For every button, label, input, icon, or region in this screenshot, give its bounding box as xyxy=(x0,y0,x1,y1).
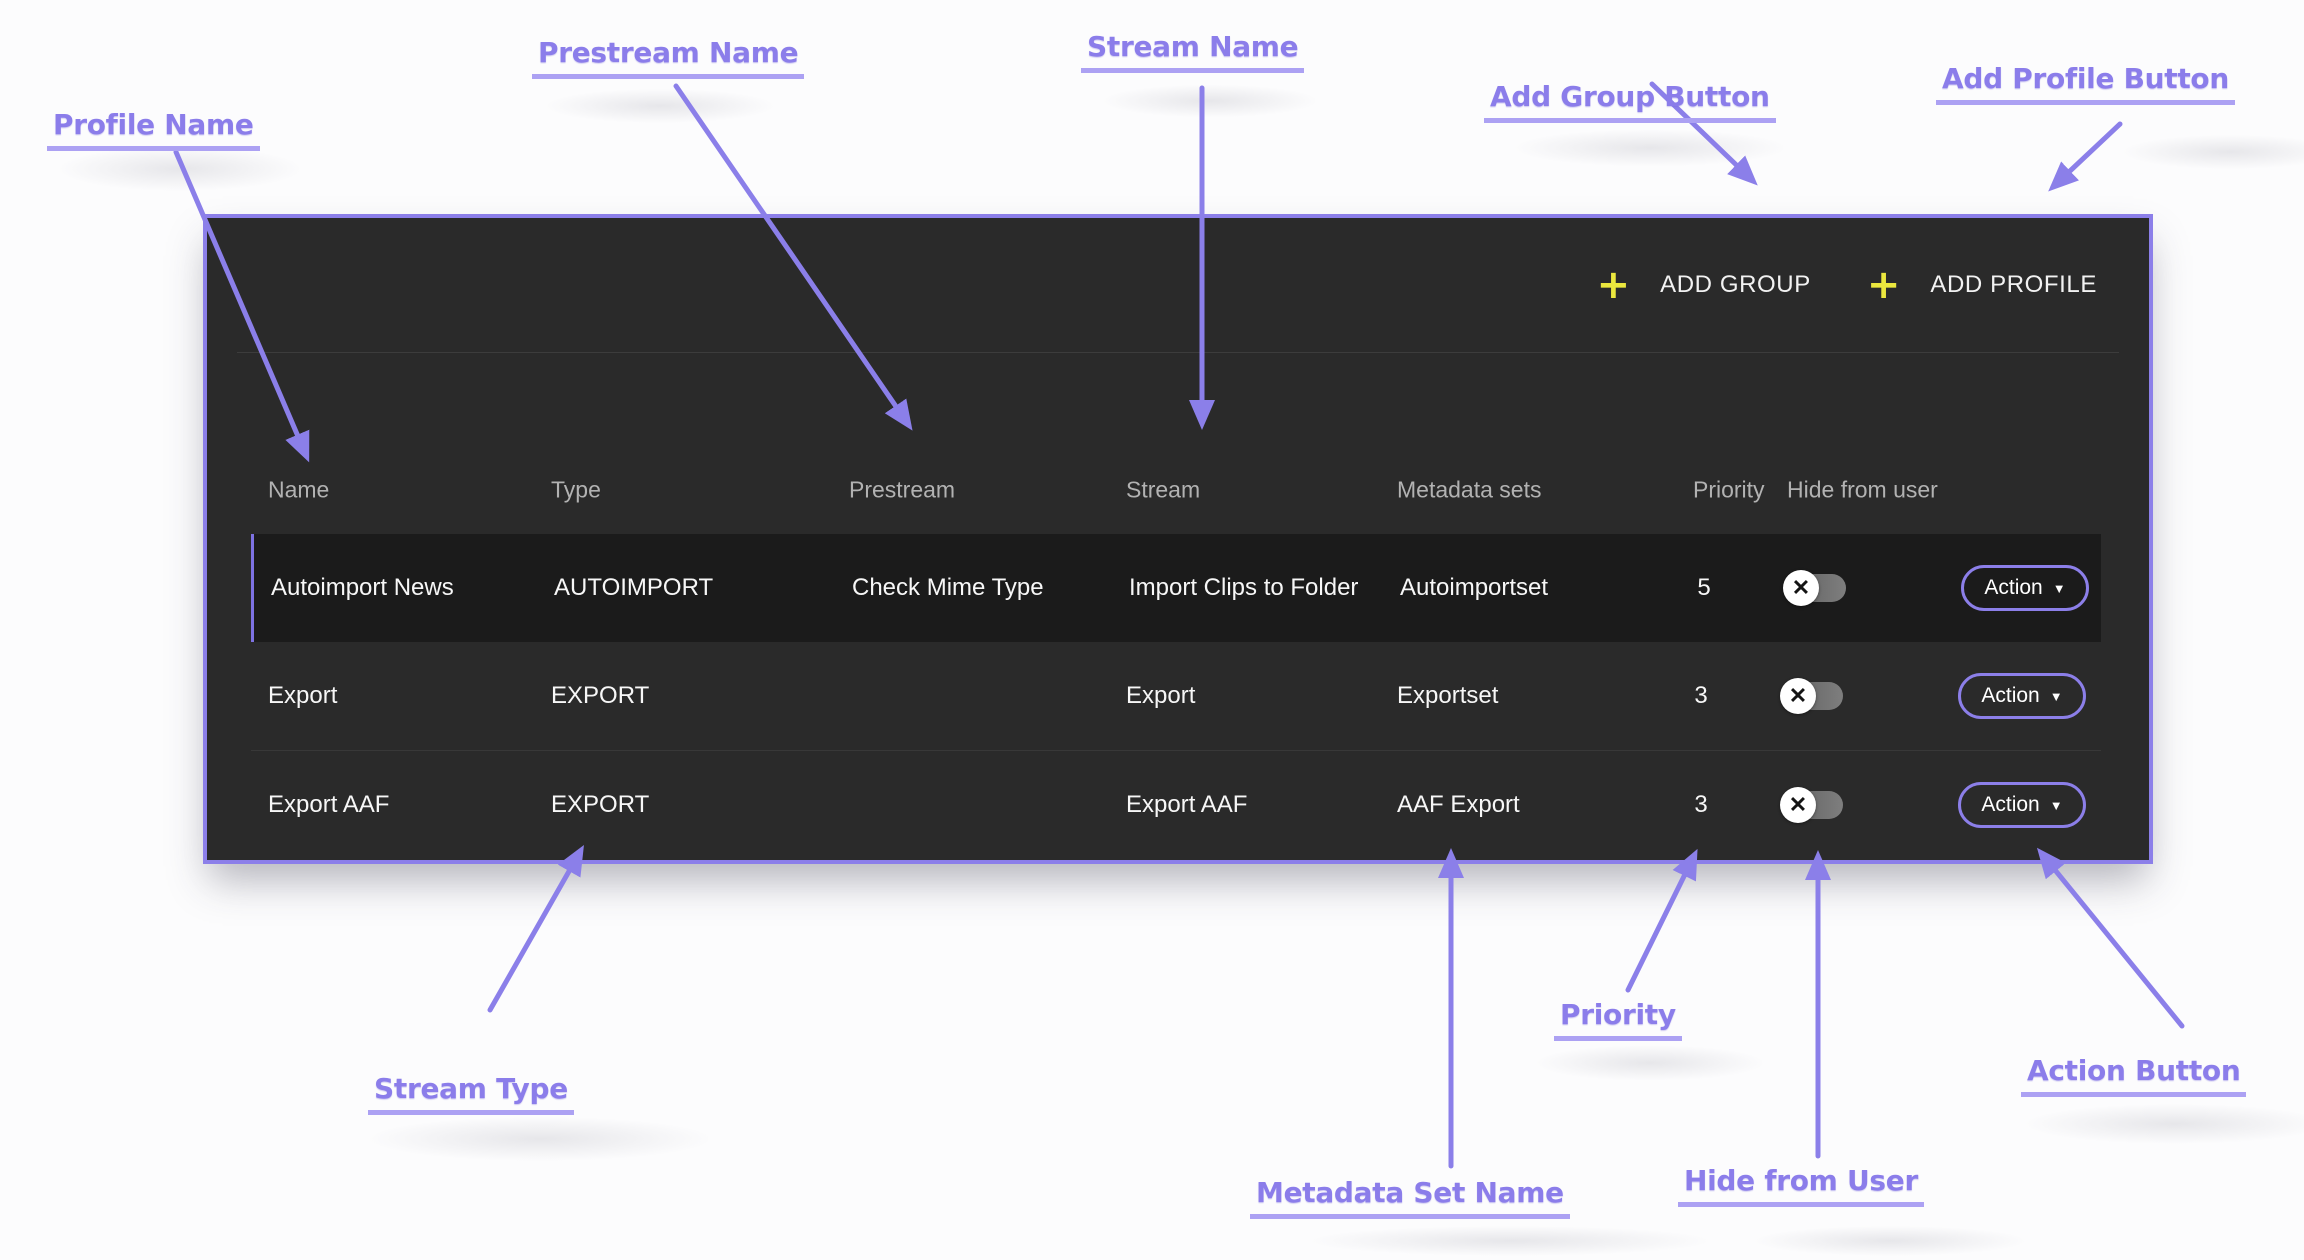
priority-arrow xyxy=(1625,848,1698,993)
toggle-x-icon: ✕ xyxy=(1788,792,1808,817)
caret-down-icon: ▼ xyxy=(2052,580,2066,596)
annotation-metadata-set: Metadata Set Name xyxy=(1250,1176,1570,1219)
panel-toolbar: + ADD GROUP + ADD PROFILE xyxy=(207,218,2149,352)
annotation-stream-name: Stream Name xyxy=(1081,30,1305,73)
cell-priority: 5 xyxy=(1697,574,1711,601)
cell-stream: Export AAF xyxy=(1126,791,1248,818)
header-hide-from-user: Hide from user xyxy=(1787,476,1938,503)
annotation-action-button: Action Button xyxy=(2021,1054,2247,1097)
annotation-add-profile: Add Profile Button xyxy=(1936,62,2236,105)
cell-profile-name: Autoimport News xyxy=(271,574,454,601)
shadow-blob xyxy=(1060,78,1360,124)
cell-profile-name: Export xyxy=(268,682,338,709)
table-row[interactable]: Autoimport News AUTOIMPORT Check Mime Ty… xyxy=(251,534,2101,642)
hide-from-user-toggle[interactable]: ✕ xyxy=(1783,570,1846,606)
add-profile-label: ADD PROFILE xyxy=(1930,271,2097,298)
annotation-add-group: Add Group Button xyxy=(1484,80,1776,123)
hide-from-user-toggle[interactable]: ✕ xyxy=(1780,787,1843,823)
shadow-blob xyxy=(1230,1220,1790,1260)
action-label: Action xyxy=(1981,793,2040,816)
shadow-blob xyxy=(500,82,820,130)
hide-from-user-toggle[interactable]: ✕ xyxy=(1780,678,1843,714)
toolbar-divider xyxy=(237,352,2119,353)
header-prestream: Prestream xyxy=(849,476,956,503)
annotation-hide-from-user: Hide from User xyxy=(1678,1164,1924,1207)
action-label: Action xyxy=(1981,684,2040,707)
caret-down-icon: ▼ xyxy=(2049,688,2063,704)
header-name: Name xyxy=(268,476,330,503)
table-row[interactable]: Export AAF EXPORT Export AAF AAF Export … xyxy=(251,750,2101,859)
action-button[interactable]: Action ▼ xyxy=(1961,565,2089,611)
cell-prestream: Check Mime Type xyxy=(852,574,1044,601)
action-button[interactable]: Action ▼ xyxy=(1958,673,2086,719)
stream-type-arrow xyxy=(487,845,584,1013)
toggle-x-icon: ✕ xyxy=(1788,683,1808,708)
header-stream: Stream xyxy=(1126,476,1201,503)
cell-profile-name: Export AAF xyxy=(268,791,390,818)
header-type: Type xyxy=(551,476,601,503)
cell-metadata-set: Autoimportset xyxy=(1400,574,1549,601)
annotation-stream-type: Stream Type xyxy=(368,1072,574,1115)
cell-stream-type: AUTOIMPORT xyxy=(554,574,714,601)
toggle-knob: ✕ xyxy=(1780,787,1816,823)
toggle-knob: ✕ xyxy=(1780,678,1816,714)
header-metadata-sets: Metadata sets xyxy=(1397,476,1542,503)
table-body: Autoimport News AUTOIMPORT Check Mime Ty… xyxy=(251,534,2101,859)
action-button[interactable]: Action ▼ xyxy=(1958,782,2086,828)
annotation-profile-name: Profile Name xyxy=(47,108,260,151)
add-profile-button[interactable]: + ADD PROFILE xyxy=(1867,265,2097,305)
cell-metadata-set: Exportset xyxy=(1397,682,1499,709)
cell-priority: 3 xyxy=(1694,791,1708,818)
plus-icon: + xyxy=(1866,262,1901,308)
shadow-blob xyxy=(1460,122,1840,174)
cell-stream: Import Clips to Folder xyxy=(1129,574,1359,601)
toggle-knob: ✕ xyxy=(1783,570,1819,606)
cell-priority: 3 xyxy=(1694,682,1708,709)
shadow-blob xyxy=(1490,1038,1810,1088)
action-label: Action xyxy=(1984,576,2043,599)
shadow-blob xyxy=(1965,1096,2304,1152)
table-row[interactable]: Export EXPORT Export Exportset 3 ✕ Actio… xyxy=(251,642,2101,750)
add-group-label: ADD GROUP xyxy=(1660,271,1811,298)
profiles-panel: + ADD GROUP + ADD PROFILE Name Type Pres… xyxy=(203,214,2153,864)
header-priority: Priority xyxy=(1693,476,1765,503)
action-button-arrow xyxy=(2036,847,2185,1029)
toggle-x-icon: ✕ xyxy=(1791,575,1811,600)
shadow-blob xyxy=(2080,128,2304,176)
cell-stream: Export xyxy=(1126,682,1196,709)
annotation-prestream-name: Prestream Name xyxy=(532,36,805,79)
cell-metadata-set: AAF Export xyxy=(1397,791,1520,818)
caret-down-icon: ▼ xyxy=(2049,797,2063,813)
annotation-priority: Priority xyxy=(1554,998,1682,1041)
cell-stream-type: EXPORT xyxy=(551,791,650,818)
cell-stream-type: EXPORT xyxy=(551,682,650,709)
add-group-button[interactable]: + ADD GROUP xyxy=(1597,265,1811,305)
plus-icon: + xyxy=(1596,262,1631,308)
shadow-blob xyxy=(300,1108,780,1170)
table-header-row: Name Type Prestream Stream Metadata sets… xyxy=(251,468,2101,512)
shadow-blob xyxy=(1700,1220,2080,1260)
